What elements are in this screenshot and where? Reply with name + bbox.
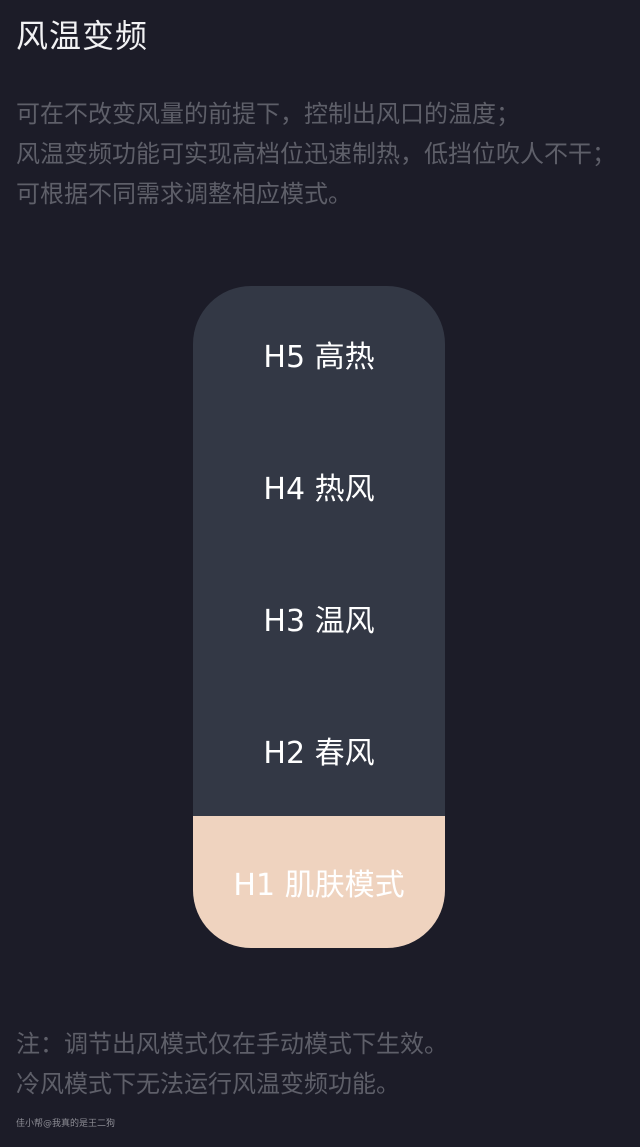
description-line: 可在不改变风量的前提下，控制出风口的温度； <box>16 100 520 128</box>
note-line: 注：调节出风模式仅在手动模式下生效。 <box>16 1030 448 1058</box>
note-line: 冷风模式下无法运行风温变频功能。 <box>16 1070 400 1098</box>
usage-note: 注：调节出风模式仅在手动模式下生效。 冷风模式下无法运行风温变频功能。 <box>16 1024 624 1104</box>
watermark: 佳小帮@我真的是王二狗 <box>16 1119 116 1129</box>
level-option-h2[interactable]: H2 春风 <box>263 736 375 771</box>
level-option-h5[interactable]: H5 高热 <box>263 340 375 375</box>
level-option-h3[interactable]: H3 温风 <box>263 604 375 639</box>
level-option-h1[interactable]: H1 肌肤模式 <box>193 816 445 948</box>
page-title: 风温变频 <box>16 17 149 55</box>
level-option-h4[interactable]: H4 热风 <box>263 472 375 507</box>
description-line: 风温变频功能可实现高档位迅速制热，低挡位吹人不干；可根据不同需求调整相应模式。 <box>16 140 616 208</box>
temperature-level-selector[interactable]: H5 高热 H4 热风 H3 温风 H2 春风 H1 肌肤模式 <box>193 286 445 948</box>
feature-description: 可在不改变风量的前提下，控制出风口的温度； 风温变频功能可实现高档位迅速制热，低… <box>16 94 624 214</box>
